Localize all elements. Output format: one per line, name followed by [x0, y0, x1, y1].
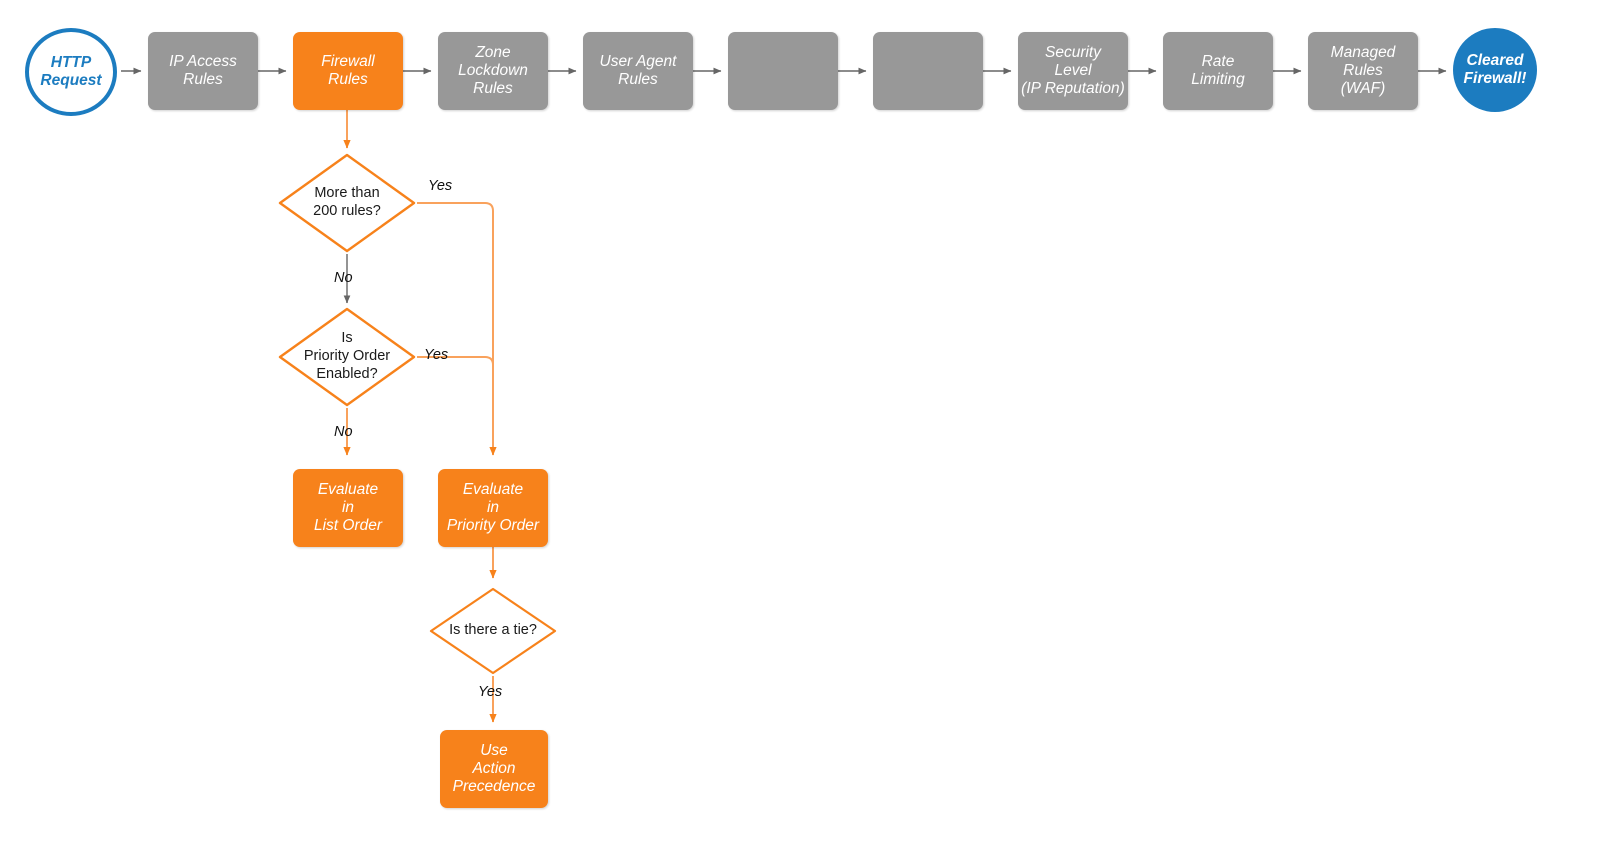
edge-priority-yes: [417, 356, 494, 400]
node-label-line: HTTP: [50, 53, 92, 71]
node-label-line: User Agent: [599, 52, 677, 70]
node-label-line: Rules: [1343, 61, 1383, 79]
node-label-line: Cleared: [1466, 51, 1524, 69]
node-label-line: Limiting: [1191, 71, 1245, 88]
node-label-line: Evaluate: [462, 480, 524, 498]
node-label-line: Firewall!: [1463, 70, 1527, 87]
diamond-shape: [278, 153, 416, 253]
node-label-line: Lockdown: [458, 61, 528, 79]
node-hotlinking-protection[interactable]: [873, 32, 983, 110]
node-label-line: Priority Order: [303, 348, 391, 365]
node-is-there-a-tie[interactable]: Is there a tie?: [428, 586, 558, 676]
node-browser-integrity-check[interactable]: [728, 32, 838, 110]
node-label-line: Firewall: [321, 52, 375, 70]
node-label-line: 200 rules?: [313, 203, 381, 219]
node-label-line: (IP Reputation): [1021, 80, 1125, 98]
edge-label-no-priority-enabled: No: [334, 424, 353, 440]
node-label-line: Is: [341, 330, 353, 347]
node-label: Is there a tie?: [449, 622, 537, 640]
node-label-line: Precedence: [452, 778, 536, 796]
node-label-line: (WAF): [1340, 80, 1386, 98]
node-label-line: Request: [40, 72, 102, 89]
node-label-line: Managed: [1330, 43, 1396, 61]
node-label-line: List Order: [313, 517, 383, 535]
node-label-line: Rules: [328, 71, 368, 88]
edge-200rules-yes: [417, 202, 497, 456]
node-label-line: Use: [480, 741, 508, 759]
node-label-line: More than: [314, 185, 380, 202]
edge-label-no-more-than-200: No: [334, 270, 353, 286]
diamond-shape: [278, 307, 416, 407]
node-label-line: Is there a tie?: [449, 622, 537, 639]
node-label-line: Level: [1054, 61, 1092, 79]
node-label-line: Rules: [473, 80, 513, 98]
edge-label-yes-priority-enabled: Yes: [424, 347, 449, 363]
edge-label-yes-is-there-a-tie: Yes: [478, 684, 503, 700]
node-label-line: Rate: [1201, 52, 1235, 70]
node-label-line: Evaluate: [317, 480, 379, 498]
node-label-line: IP Access: [169, 52, 237, 70]
node-label-line: Enabled?: [316, 365, 378, 382]
node-label-line: Security: [1044, 43, 1101, 61]
diamond-shape: [429, 587, 557, 675]
edge-label-yes-more-than-200: Yes: [428, 178, 453, 194]
node-label-line: Rules: [618, 71, 658, 88]
node-label-line: Action: [472, 759, 516, 777]
node-label-line: in: [486, 498, 500, 516]
node-label-line: in: [341, 498, 355, 516]
node-label-line: Priority Order: [446, 517, 540, 535]
node-label-line: Zone: [475, 43, 511, 61]
node-label-line: Rules: [183, 71, 223, 88]
